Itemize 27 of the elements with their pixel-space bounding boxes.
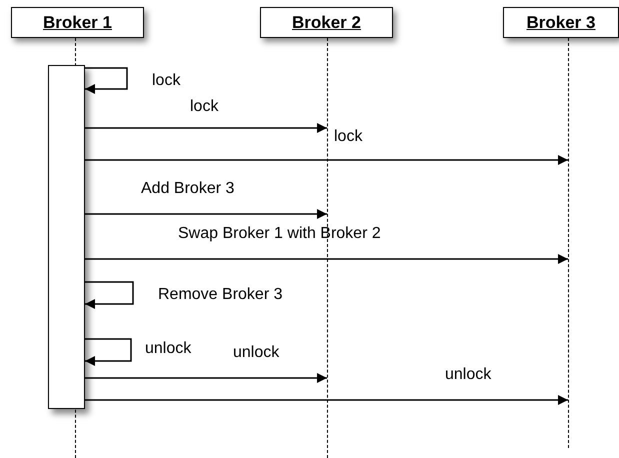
message-arrow bbox=[85, 254, 568, 264]
participant-name: Broker 2 bbox=[292, 12, 361, 32]
message-label: Remove Broker 3 bbox=[158, 286, 282, 304]
message-arrow bbox=[85, 373, 327, 383]
message-arrow bbox=[85, 155, 568, 165]
message-label: lock bbox=[190, 98, 218, 116]
message-label: unlock bbox=[233, 344, 280, 362]
message-label: unlock bbox=[145, 340, 192, 358]
message-arrow bbox=[85, 338, 132, 366]
lifeline bbox=[327, 38, 329, 458]
message-label: lock bbox=[152, 72, 180, 90]
participant-name: Broker 1 bbox=[43, 12, 112, 32]
message-label: unlock bbox=[445, 366, 492, 384]
message-label: lock bbox=[334, 128, 362, 146]
participant-box bbox=[11, 7, 144, 38]
message-arrow bbox=[85, 395, 568, 405]
participant-box bbox=[503, 7, 619, 38]
message-arrow bbox=[85, 123, 327, 133]
message-label: Swap Broker 1 with Broker 2 bbox=[178, 225, 381, 243]
message-arrow bbox=[85, 209, 327, 219]
message-arrow bbox=[85, 67, 128, 94]
participant-box bbox=[260, 7, 393, 38]
message-arrow bbox=[85, 281, 134, 309]
participant-name: Broker 3 bbox=[526, 12, 596, 32]
activation-bar bbox=[48, 65, 85, 409]
message-label: Add Broker 3 bbox=[141, 180, 234, 198]
lifeline bbox=[568, 38, 570, 448]
